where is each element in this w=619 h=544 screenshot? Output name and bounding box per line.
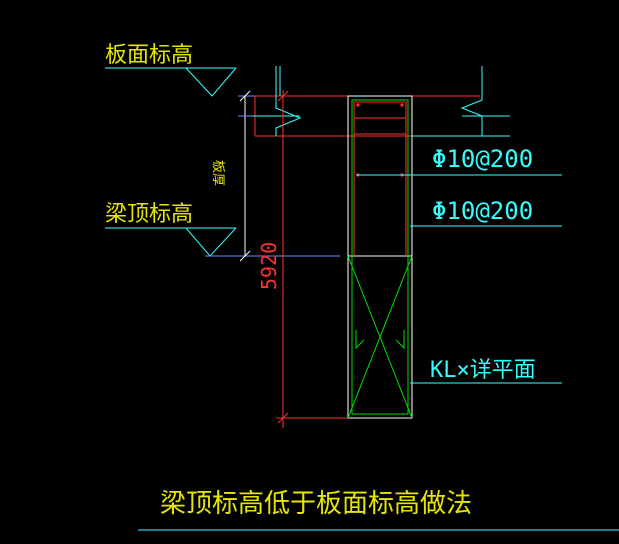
stirrup-upper-label: Φ10@200 [432,145,533,173]
left-break-symbol [252,66,302,136]
beam-top-elevation-marker [105,227,237,257]
stirrup-lower-label: Φ10@200 [432,197,533,225]
slab-elevation-marker [105,67,237,97]
right-break-symbol [412,66,510,137]
slab-elevation-label: 板面标高 [105,43,193,68]
beam-ref-label: KL×详平面 [430,358,536,383]
beam-top-elevation-label: 梁顶标高 [105,202,193,227]
slab-thickness-dimension [205,90,340,262]
beam-section [347,95,413,419]
depth-dimension-label: 5920 [257,242,281,290]
drawing-title: 梁顶标高低于板面标高做法 [160,489,472,519]
slab-thickness-label: 板厚 [210,160,225,186]
depth-dimension [276,90,348,428]
top-reinforcement [353,101,407,256]
slab-outline [254,66,480,137]
leader-lines [356,174,562,384]
rebar-stirrup [347,99,413,419]
